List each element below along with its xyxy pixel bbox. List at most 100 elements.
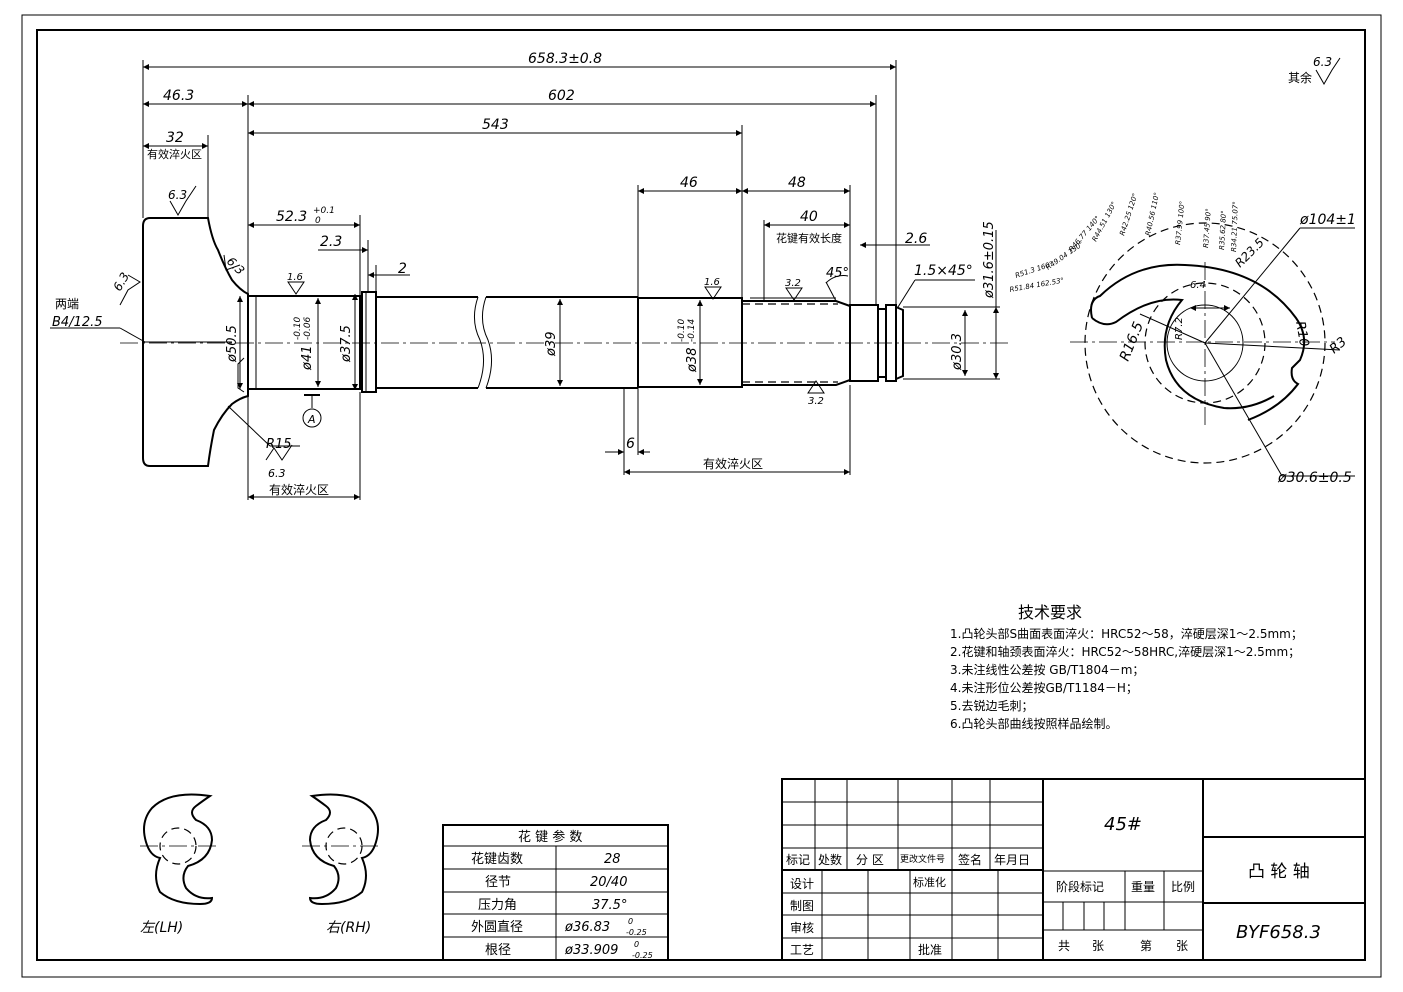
tech-item-1: 1.凸轮头部S曲面表面淬火：HRC52～58，淬硬层深1～2.5mm； — [950, 626, 1303, 641]
dim-543: 543 — [482, 117, 509, 133]
rev-header: 分 区 — [856, 853, 884, 867]
sheet-unit: 张 — [1176, 939, 1188, 953]
role-label: 制图 — [790, 899, 814, 913]
zone-hardened-head: 有效淬火区 — [147, 147, 202, 161]
end-view: R51.3 160° R51.84 162.53° R49.04 150° R4… — [1009, 192, 1356, 486]
zone-hardened-left: 有效淬火区 — [269, 482, 329, 497]
standardize-label: 标准化 — [913, 875, 946, 889]
roughness-1-6-b: 1.6 — [704, 277, 720, 288]
outer-frame — [21, 14, 1382, 978]
dim-r7-2: R7.2 — [1174, 317, 1185, 340]
rh-cam — [308, 793, 379, 906]
dim-48: 48 — [788, 175, 806, 191]
roughness-others-label: 其余 — [1288, 70, 1312, 85]
roughness-head-top: 6.3 — [168, 188, 187, 202]
spline-label: 压力角 — [478, 898, 517, 913]
spline-tol-low: -0.25 — [626, 928, 647, 937]
spline-value: 28 — [604, 852, 621, 867]
dim-phi39: ø39 — [544, 332, 559, 358]
spline-value: 37.5° — [592, 898, 627, 913]
roughness-3-2-b: 3.2 — [808, 396, 824, 407]
spline-value: ø36.83 — [564, 920, 610, 935]
dim-phi31-6: ø31.6±0.15 — [982, 221, 997, 299]
spline-title: 花 键 参 数 — [518, 829, 582, 845]
dim-2-3: 2.3 — [320, 234, 342, 250]
role-label: 工艺 — [790, 943, 814, 957]
sheets-total: 共 — [1058, 939, 1070, 953]
roughness-symbols — [119, 57, 1341, 461]
shaft-view — [120, 217, 1010, 467]
approve-label: 批准 — [918, 942, 942, 957]
lh-label: 左(LH) — [140, 920, 183, 936]
dim-phi30-3: ø30.3 — [950, 333, 965, 371]
inner-frame — [36, 29, 1366, 961]
dim-phi41-tol-up: -0.10 — [293, 316, 303, 340]
spline-value: 20/40 — [590, 875, 627, 890]
profile-label: R40.56 110° — [1144, 192, 1161, 237]
role-label: 设计 — [790, 877, 814, 891]
spline-label: 根径 — [485, 943, 511, 958]
dim-40: 40 — [800, 209, 818, 225]
profile-label: R37.99 100° — [1174, 201, 1187, 246]
dim-2: 2 — [398, 261, 407, 277]
drawing-no: BYF658.3 — [1236, 922, 1321, 943]
spline-tol-up: 0 — [628, 917, 633, 926]
weight-label: 重量 — [1131, 880, 1155, 894]
dim-chamfer: 1.5×45° — [914, 263, 973, 279]
dim-overall: 658.3±0.8 — [528, 51, 602, 67]
dim-phi41: ø41 — [300, 346, 315, 372]
role-label: 审核 — [790, 920, 814, 935]
dim-phi41-tol-low: -0.06 — [303, 316, 313, 340]
roughness-3-2-a: 3.2 — [785, 278, 801, 289]
dim-phi38-tol-up: -0.10 — [677, 318, 687, 342]
dimension-lines — [50, 60, 1000, 500]
hand-views: 左(LH) 右(RH) — [140, 793, 382, 936]
rh-label: 右(RH) — [326, 920, 371, 936]
dim-52-3: 52.3 — [276, 209, 307, 225]
dim-6: 6 — [626, 436, 635, 452]
roughness-r15: 6.3 — [268, 467, 286, 480]
dim-phi38: ø38 — [685, 348, 700, 374]
dim-52-3-tol-low: 0 — [315, 216, 321, 226]
spline-label: 花键齿数 — [471, 851, 523, 867]
roughness-1-6-a: 1.6 — [287, 272, 303, 283]
dim-r16-5: R16.5 — [1117, 319, 1147, 363]
body-39-left — [376, 296, 478, 389]
dim-r3: R3 — [1327, 334, 1350, 357]
spline-tol-up: 0 — [634, 940, 639, 949]
profile-label: R42.25 120° — [1118, 192, 1139, 236]
dim-phi30-6: ø30.6±0.5 — [1277, 470, 1352, 486]
rev-header: 标记 — [786, 853, 810, 867]
dim-phi104: ø104±1 — [1299, 212, 1356, 228]
dim-phi37-5: ø37.5 — [339, 325, 354, 363]
dim-46: 46 — [680, 175, 698, 191]
dim-602: 602 — [548, 88, 575, 104]
journal-41 — [247, 295, 361, 390]
tech-title: 技术要求 — [1018, 603, 1082, 622]
end-groove-2 — [885, 304, 897, 382]
dimension-texts: 658.3±0.8 602 46.3 543 32 有效淬火区 46 48 40… — [52, 51, 1332, 497]
dim-52-3-tol-up: +0.1 — [313, 206, 335, 216]
label-b4: B4/12.5 — [52, 315, 103, 330]
body-39-right — [486, 296, 638, 389]
material: 45# — [1104, 814, 1142, 835]
tech-requirements: 技术要求 1.凸轮头部S曲面表面淬火：HRC52～58，淬硬层深1～2.5mm；… — [950, 603, 1303, 731]
roughness-others: 6.3 — [1313, 55, 1332, 69]
spline-label: 外圆直径 — [471, 920, 523, 935]
cam-lobe-1 — [1090, 263, 1306, 421]
end-tip — [895, 306, 904, 380]
profile-label: R34.21 75.07° — [1230, 201, 1240, 252]
dim-angle-45: 45° — [826, 266, 849, 281]
tech-item-4: 4.未注形位公差按GB/T1184－H； — [950, 680, 1138, 695]
datum-a-circle — [302, 408, 322, 428]
rev-header: 处数 — [818, 852, 842, 867]
dim-r15: R15 — [266, 437, 292, 452]
label-both-ends: 两端 — [55, 297, 79, 311]
tech-item-5: 5.去锐边毛刺； — [950, 699, 1033, 713]
roughness-head-side: 6.3 — [224, 254, 247, 277]
scale-label: 比例 — [1171, 880, 1195, 894]
spline-value: ø33.909 — [564, 943, 618, 958]
zone-hardened-mid: 有效淬火区 — [703, 456, 763, 471]
cam-head — [142, 217, 249, 467]
